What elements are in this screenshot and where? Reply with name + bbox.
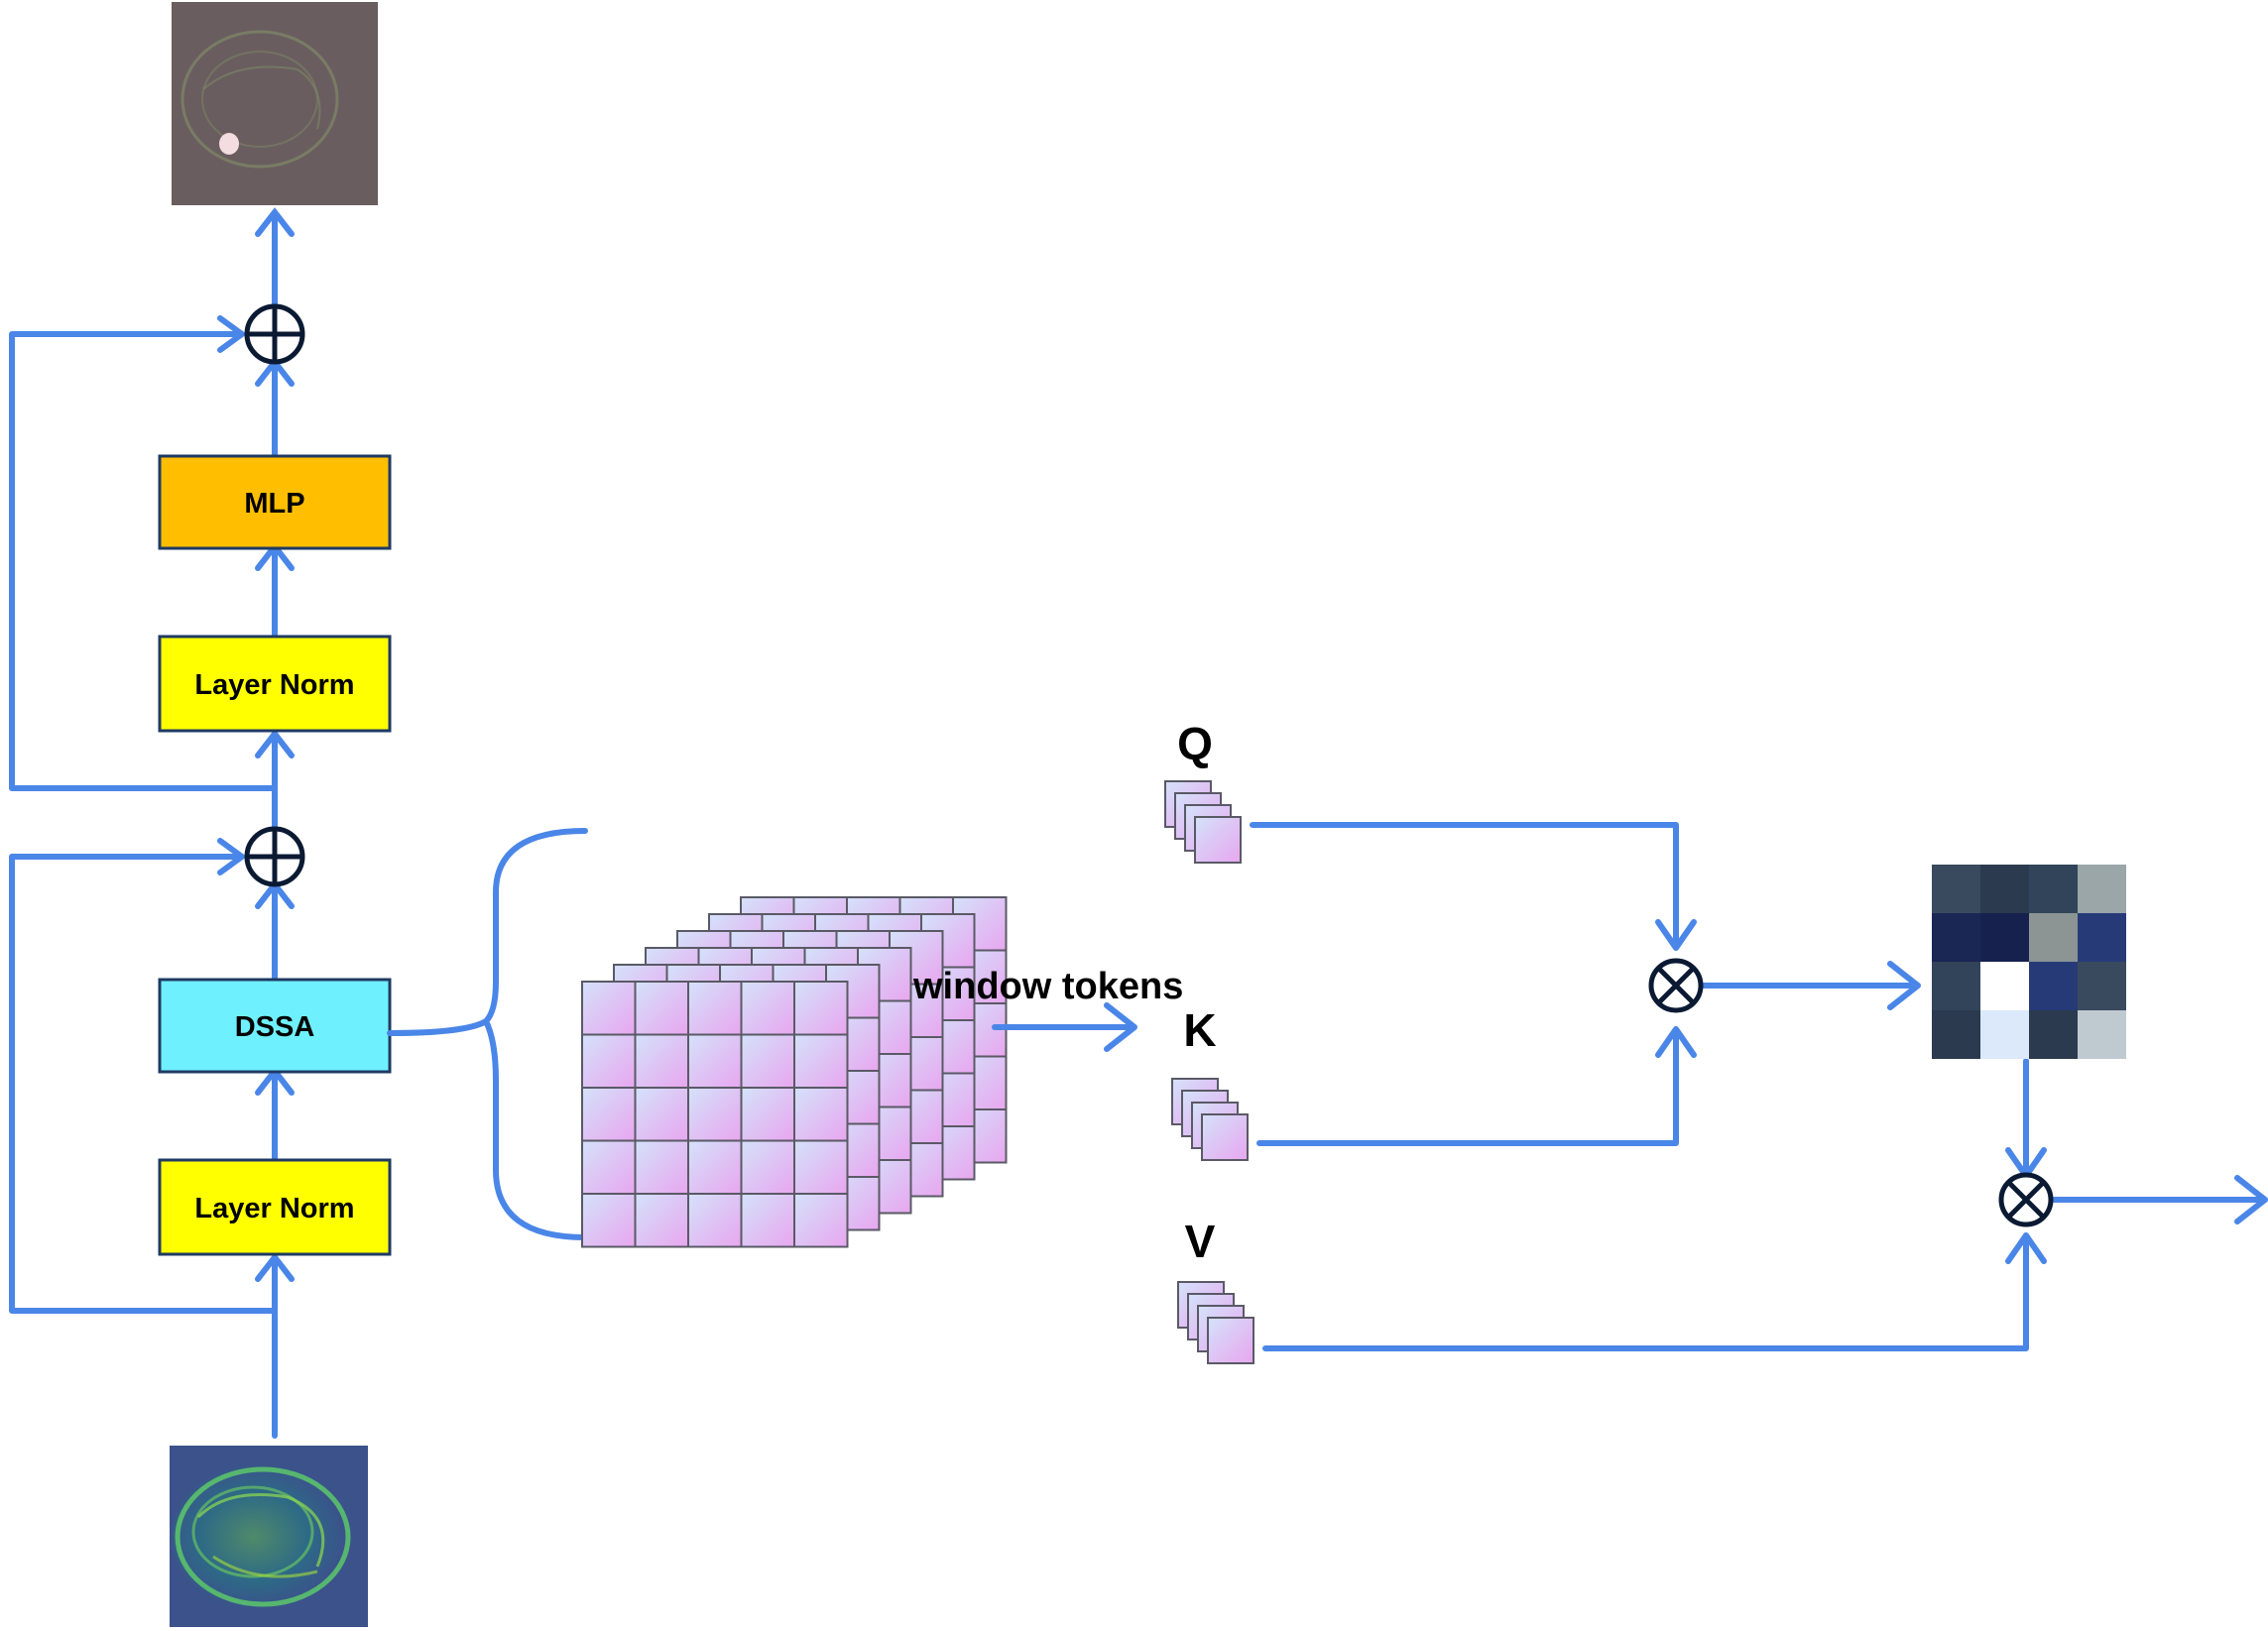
window-token-stack [581,896,1008,1248]
token-cell [793,1139,849,1195]
attention-cell [2029,865,2078,913]
token-cell [687,1087,743,1142]
tokens-to-qkv-arrow [992,1002,1137,1052]
token-cell [634,1033,689,1089]
layer-norm-block-top: Layer Norm [158,635,392,733]
token-cell [740,1193,795,1248]
token-cell [740,1087,795,1142]
token-square [1194,816,1242,864]
attention-cell [1932,865,1980,913]
attention-cell [2078,1010,2126,1059]
token-cell [687,1033,743,1089]
token-cell [581,1139,637,1195]
residual-connections [9,315,278,1314]
token-layer [581,981,849,1248]
token-cell [740,1139,795,1195]
token-square [1201,1113,1249,1161]
attention-cell [1980,1010,2029,1059]
q-label: Q [1177,718,1213,769]
query-token-stack [1164,780,1242,864]
attention-cell [2029,962,2078,1010]
token-cell [581,1087,637,1142]
dssa-block: DSSA [158,978,392,1074]
attention-cell [2029,913,2078,962]
attention-flow-arrows [1250,822,2268,1351]
token-cell [634,981,689,1036]
token-cell [793,1193,849,1248]
output-segmentation-image [172,2,378,205]
token-cell [793,981,849,1036]
attention-cell [1932,1010,1980,1059]
token-cell [581,981,637,1036]
matmul-node-av [1998,1172,2054,1227]
token-cell [581,1033,637,1089]
layer-norm-block-bottom: Layer Norm [158,1158,392,1256]
k-label: K [1183,1004,1216,1056]
token-cell [740,981,795,1036]
token-cell [687,1139,743,1195]
mlp-block: MLP [158,454,392,550]
token-cell [634,1087,689,1142]
window-tokens-label: window tokens [912,966,1183,1007]
expansion-brace [387,828,588,1240]
value-token-stack [1177,1281,1254,1364]
attention-cell [1932,962,1980,1010]
mlp-label: MLP [244,488,304,520]
layer-norm-bottom-label: Layer Norm [194,1193,354,1224]
token-cell [740,1033,795,1089]
attention-cell [2078,913,2126,962]
attention-cell [2078,865,2126,913]
attention-cell [1932,913,1980,962]
v-label: V [1185,1216,1216,1267]
add-node-bottom [244,826,305,887]
token-cell [687,1193,743,1248]
attention-cell [1980,913,2029,962]
token-cell [634,1193,689,1248]
token-cell [793,1087,849,1142]
attention-cell [1980,962,2029,1010]
token-cell [687,981,743,1036]
attention-cell [2029,1010,2078,1059]
token-cell [581,1193,637,1248]
matmul-node-qk [1648,958,1704,1013]
dssa-label: DSSA [235,1011,315,1043]
token-cell [793,1033,849,1089]
key-token-stack [1171,1078,1249,1161]
token-cell [634,1139,689,1195]
attention-cell [2078,962,2126,1010]
attention-matrix [1932,865,2126,1059]
token-square [1207,1317,1254,1364]
lesion-spot [219,133,239,155]
add-node-top [244,303,305,365]
layer-norm-top-label: Layer Norm [194,669,354,701]
input-mri-image [170,1446,368,1627]
attention-cell [1980,865,2029,913]
